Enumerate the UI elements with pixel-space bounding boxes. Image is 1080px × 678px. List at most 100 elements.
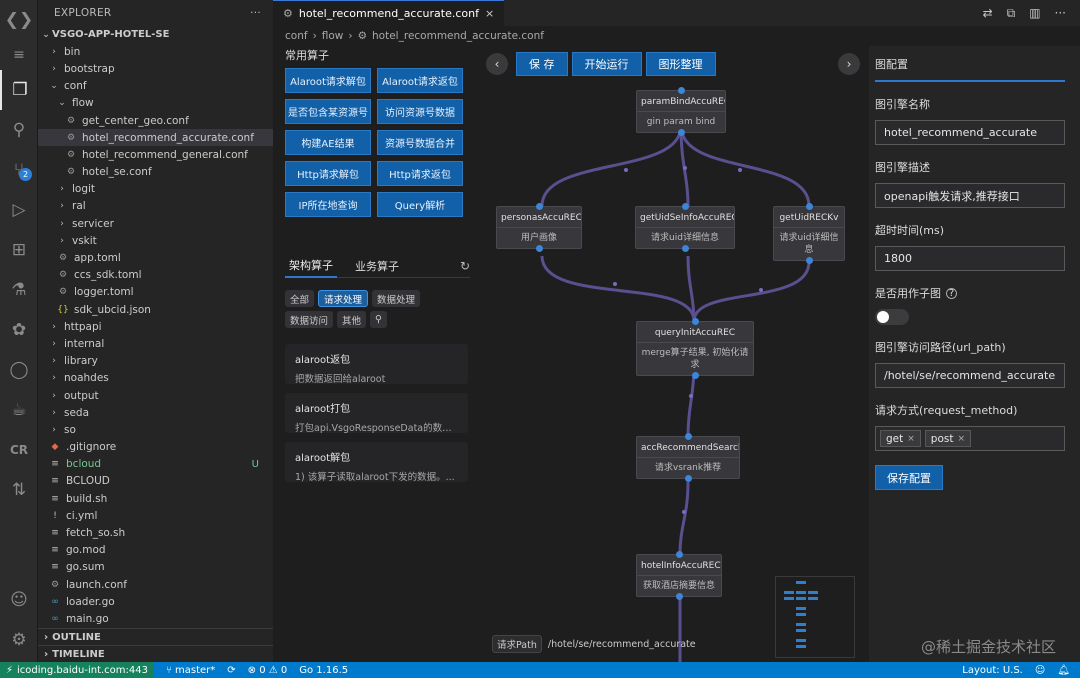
menu-icon[interactable]: ≡ (13, 47, 25, 63)
tree-item[interactable]: ›bootstrap (38, 60, 273, 77)
tree-item[interactable]: ⚙hotel_se.conf (38, 164, 273, 181)
operator-button[interactable]: Alaroot请求返包 (377, 68, 463, 93)
engine-desc-input[interactable]: openapi触发请求,推荐接口 (875, 183, 1065, 208)
split-editor-icon[interactable]: ▥ (1029, 6, 1041, 20)
tree-item[interactable]: ∞main.go (38, 610, 273, 627)
tree-item[interactable]: ≡go.mod (38, 542, 273, 559)
node-port[interactable] (536, 245, 543, 252)
tree-item[interactable]: ⌄flow (38, 95, 273, 112)
tree-item[interactable]: {}sdk_ubcid.json (38, 301, 273, 318)
explorer-icon[interactable]: ❐ (0, 70, 38, 110)
operator-card[interactable]: alaroot打包打包api.VsgoResponseData的数据... (285, 393, 468, 434)
node-port[interactable] (682, 203, 689, 210)
tree-item[interactable]: ≡build.sh (38, 490, 273, 507)
tree-item[interactable]: ⚙launch.conf (38, 576, 273, 593)
keyboard-layout[interactable]: Layout: U.S. (962, 664, 1023, 676)
tree-item[interactable]: ›output (38, 387, 273, 404)
node-port[interactable] (692, 372, 699, 379)
tree-item[interactable]: ›library (38, 353, 273, 370)
testing-flask-icon[interactable]: ⚗ (11, 280, 27, 300)
timeout-input[interactable]: 1800 (875, 246, 1065, 271)
node-port[interactable] (806, 203, 813, 210)
save-config-button[interactable]: 保存配置 (875, 465, 943, 490)
node-port[interactable] (676, 551, 683, 558)
breadcrumb-item[interactable]: hotel_recommend_accurate.conf (372, 30, 544, 42)
settings-gear-icon[interactable]: ⚙ (11, 630, 27, 650)
filter-chip[interactable]: 全部 (285, 290, 315, 307)
tree-item[interactable]: ›servicer (38, 215, 273, 232)
node-port[interactable] (682, 245, 689, 252)
engine-name-input[interactable]: hotel_recommend_accurate (875, 120, 1065, 145)
more-icon[interactable]: ··· (1054, 6, 1066, 20)
request-method-select[interactable]: get×post× (875, 426, 1065, 451)
operator-button[interactable]: 构建AE结果 (285, 130, 371, 155)
tree-item[interactable]: ⚙app.toml (38, 249, 273, 266)
tree-item[interactable]: ⚙hotel_recommend_general.conf (38, 146, 273, 163)
tab-business-operators[interactable]: 业务算子 (355, 259, 399, 273)
tree-item[interactable]: ⚙hotel_recommend_accurate.conf (38, 129, 273, 147)
node-port[interactable] (685, 475, 692, 482)
paw-icon[interactable]: ✿ (11, 320, 27, 340)
refresh-icon[interactable]: ↻ (459, 259, 470, 273)
run-debug-icon[interactable]: ▷ (12, 200, 26, 220)
tree-item[interactable]: ›seda (38, 404, 273, 421)
tree-item[interactable]: ⚙ccs_sdk.toml (38, 267, 273, 284)
operator-button[interactable]: 访问资源号数据 (377, 99, 463, 124)
tree-item[interactable]: ›internal (38, 335, 273, 352)
help-icon[interactable]: ? (946, 287, 957, 299)
tree-item[interactable]: ≡fetch_so.sh (38, 524, 273, 541)
more-actions-icon[interactable]: ··· (250, 7, 261, 19)
timeline-section[interactable]: › TIMELINE (38, 645, 273, 662)
sliders-icon[interactable]: ⇅ (11, 480, 27, 500)
node-port[interactable] (678, 129, 685, 136)
tree-item[interactable]: !ci.yml (38, 507, 273, 524)
node-port[interactable] (692, 318, 699, 325)
notifications-bell-icon[interactable]: 🔔︎ (1057, 664, 1070, 676)
close-icon[interactable]: × (957, 433, 966, 444)
operator-button[interactable]: IP所在地查询 (285, 192, 371, 217)
arrange-graph-button[interactable]: 图形整理 (645, 52, 716, 76)
tree-item[interactable]: ›bin (38, 43, 273, 60)
operator-button[interactable]: 资源号数据合并 (377, 130, 463, 155)
operator-button[interactable]: Query解析 (377, 192, 463, 217)
tree-item[interactable]: ›so (38, 421, 273, 438)
save-button[interactable]: 保 存 (516, 52, 568, 76)
cr-icon[interactable]: CR (9, 443, 29, 457)
compare-icon[interactable]: ⇄ (982, 6, 993, 20)
circle-icon[interactable]: ◯ (9, 360, 29, 380)
close-icon[interactable]: × (907, 433, 915, 444)
tab-hotel-recommend-accurate[interactable]: ⚙ hotel_recommend_accurate.conf × (273, 0, 505, 26)
feedback-icon[interactable]: ☺ (1034, 664, 1046, 676)
chevron-right-icon[interactable]: › (838, 53, 860, 75)
problems-indicator[interactable]: ⊗ 0 ⚠ 0 (247, 664, 288, 676)
sync-icon[interactable]: ⟳ (227, 664, 236, 676)
chevron-left-icon[interactable]: ‹ (486, 53, 508, 75)
tree-item[interactable]: ≡go.sum (38, 559, 273, 576)
outline-section[interactable]: › OUTLINE (38, 628, 273, 645)
node-port[interactable] (806, 257, 813, 264)
node-port[interactable] (676, 593, 683, 600)
go-version[interactable]: Go 1.16.5 (299, 664, 349, 676)
extensions-icon[interactable]: ⊞ (11, 240, 27, 260)
tree-item[interactable]: ⚙get_center_geo.conf (38, 112, 273, 129)
tree-item[interactable]: ⚙logger.toml (38, 284, 273, 301)
source-control-icon[interactable]: ⑂2 (0, 150, 38, 190)
minimap[interactable] (775, 576, 855, 658)
url-path-input[interactable]: /hotel/se/recommend_accurate (875, 363, 1065, 388)
operator-button[interactable]: Http请求解包 (285, 161, 371, 186)
node-port[interactable] (536, 203, 543, 210)
tree-item[interactable]: ›noahdes (38, 370, 273, 387)
tree-item[interactable]: ›ral (38, 198, 273, 215)
breadcrumb-item[interactable]: flow (321, 30, 344, 42)
preview-icon[interactable]: ⧉ (1006, 5, 1016, 20)
search-icon[interactable]: ⚲ (12, 120, 26, 140)
search-icon[interactable]: ⚲ (370, 311, 387, 328)
tree-item[interactable]: ›vskit (38, 232, 273, 249)
